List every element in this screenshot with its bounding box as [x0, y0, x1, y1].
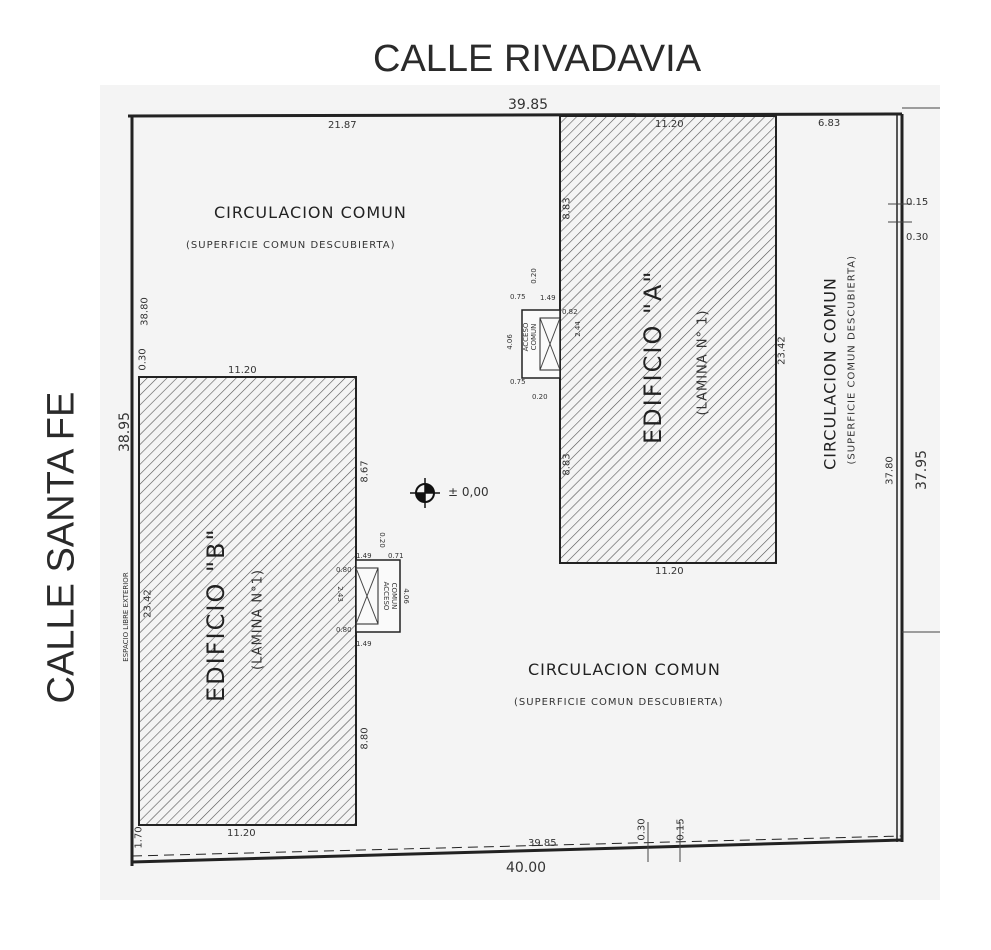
dim-bldg-b-bottom-width: 11.20 — [227, 828, 256, 839]
level-mark-text: ± 0,00 — [448, 485, 489, 499]
zone-top-label: CIRCULACION COMUN — [214, 203, 407, 222]
dim-bldg-b-top-width: 11.20 — [228, 365, 257, 376]
dim-right-small-1: 0.15 — [906, 197, 929, 208]
access-a-d3: 4.06 — [506, 334, 514, 350]
access-b-d7: 0.80 — [336, 626, 352, 634]
zone-right-sublabel: (SUPERFICIE COMUN DESCUBIERTA) — [846, 254, 858, 465]
street-top-label: CALLE RIVADAVIA — [373, 38, 702, 80]
access-a-label-1: ACCESO — [522, 322, 530, 352]
building-b-footprint — [138, 376, 357, 826]
dim-left-inner: 38.80 — [139, 297, 151, 326]
dim-bottom-small-1: 0.30 — [636, 818, 648, 841]
dim-bottom-inner: 39.85 — [528, 838, 557, 849]
access-b-d1: 1.49 — [356, 552, 372, 560]
access-b-label-2: COMUN — [390, 582, 398, 610]
dim-bldg-a-mid: 8.83 — [561, 453, 573, 476]
dim-top-left: 21.87 — [328, 120, 357, 131]
dim-left-total: 38.95 — [117, 411, 133, 453]
street-left-label: CALLE SANTA FE — [40, 391, 83, 704]
dim-bottom-total: 40.00 — [506, 860, 547, 876]
access-b-label-1: ACCESO — [382, 581, 390, 611]
access-b-d5: 4.06 — [402, 588, 410, 604]
dim-bldg-a-bottom-width: 11.20 — [655, 566, 684, 577]
building-b-sublabel: (LAMINA N°1) — [250, 569, 266, 670]
access-a-d2: 1.49 — [540, 294, 556, 302]
dim-top-right: 6.83 — [818, 118, 841, 129]
building-a-sublabel: (LAMINA N° 1) — [695, 309, 711, 416]
zone-bottom-label: CIRCULACION COMUN — [528, 660, 721, 679]
dim-bldg-b-depth: 23.42 — [142, 589, 154, 618]
access-b-d6: 0.20 — [378, 532, 386, 548]
access-b-d8: 1.49 — [356, 640, 372, 648]
access-a-box — [521, 309, 561, 379]
level-mark-symbol — [410, 478, 440, 508]
dim-bldg-a-top-gap: 8.83 — [561, 197, 573, 220]
building-a-footprint — [559, 115, 777, 564]
dim-left-small: 0.30 — [137, 348, 149, 371]
zone-right-label: CIRCULACION COMUN — [820, 277, 840, 470]
dim-bottom-small-2: 0.15 — [675, 818, 687, 841]
zone-bottom-sublabel: (SUPERFICIE COMUN DESCUBIERTA) — [514, 697, 724, 708]
access-a-label-2: COMUN — [530, 323, 538, 351]
dim-bldg-a-depth: 23.42 — [776, 336, 788, 365]
dim-left-strip: ESPACIO LIBRE EXTERIOR — [122, 572, 130, 662]
access-a-d1: 0.75 — [510, 293, 526, 301]
access-a-d7: 0.20 — [532, 393, 548, 401]
access-b-d2: 0.71 — [388, 552, 404, 560]
dim-bottom-left-small: 1.70 — [133, 826, 145, 849]
building-a-name: EDIFICIO "A" — [639, 269, 667, 444]
access-a-d4: 0.20 — [530, 268, 538, 284]
dim-bldg-b-lower: 8.80 — [359, 727, 371, 750]
access-a-d8: 0.75 — [510, 378, 526, 386]
dim-right-inner: 37.80 — [884, 456, 896, 485]
dim-bldg-b-upper: 8.67 — [359, 460, 371, 483]
access-b-d3: 0.80 — [336, 566, 352, 574]
dim-right-small-2: 0.30 — [906, 232, 929, 243]
access-b-box — [355, 559, 401, 633]
access-a-d6: 2.44 — [574, 321, 582, 337]
lot-boundary — [127, 107, 940, 866]
access-b-d4: 2.43 — [336, 586, 344, 602]
zone-top-sublabel: (SUPERFICIE COMUN DESCUBIERTA) — [186, 240, 396, 251]
dim-top-total: 39.85 — [508, 97, 549, 113]
dim-right-outer: 37.95 — [914, 449, 930, 491]
building-b-name: EDIFICIO "B" — [202, 527, 230, 702]
access-a-d5: 0.82 — [562, 308, 578, 316]
dim-top-bldg-a: 11.20 — [655, 119, 684, 130]
